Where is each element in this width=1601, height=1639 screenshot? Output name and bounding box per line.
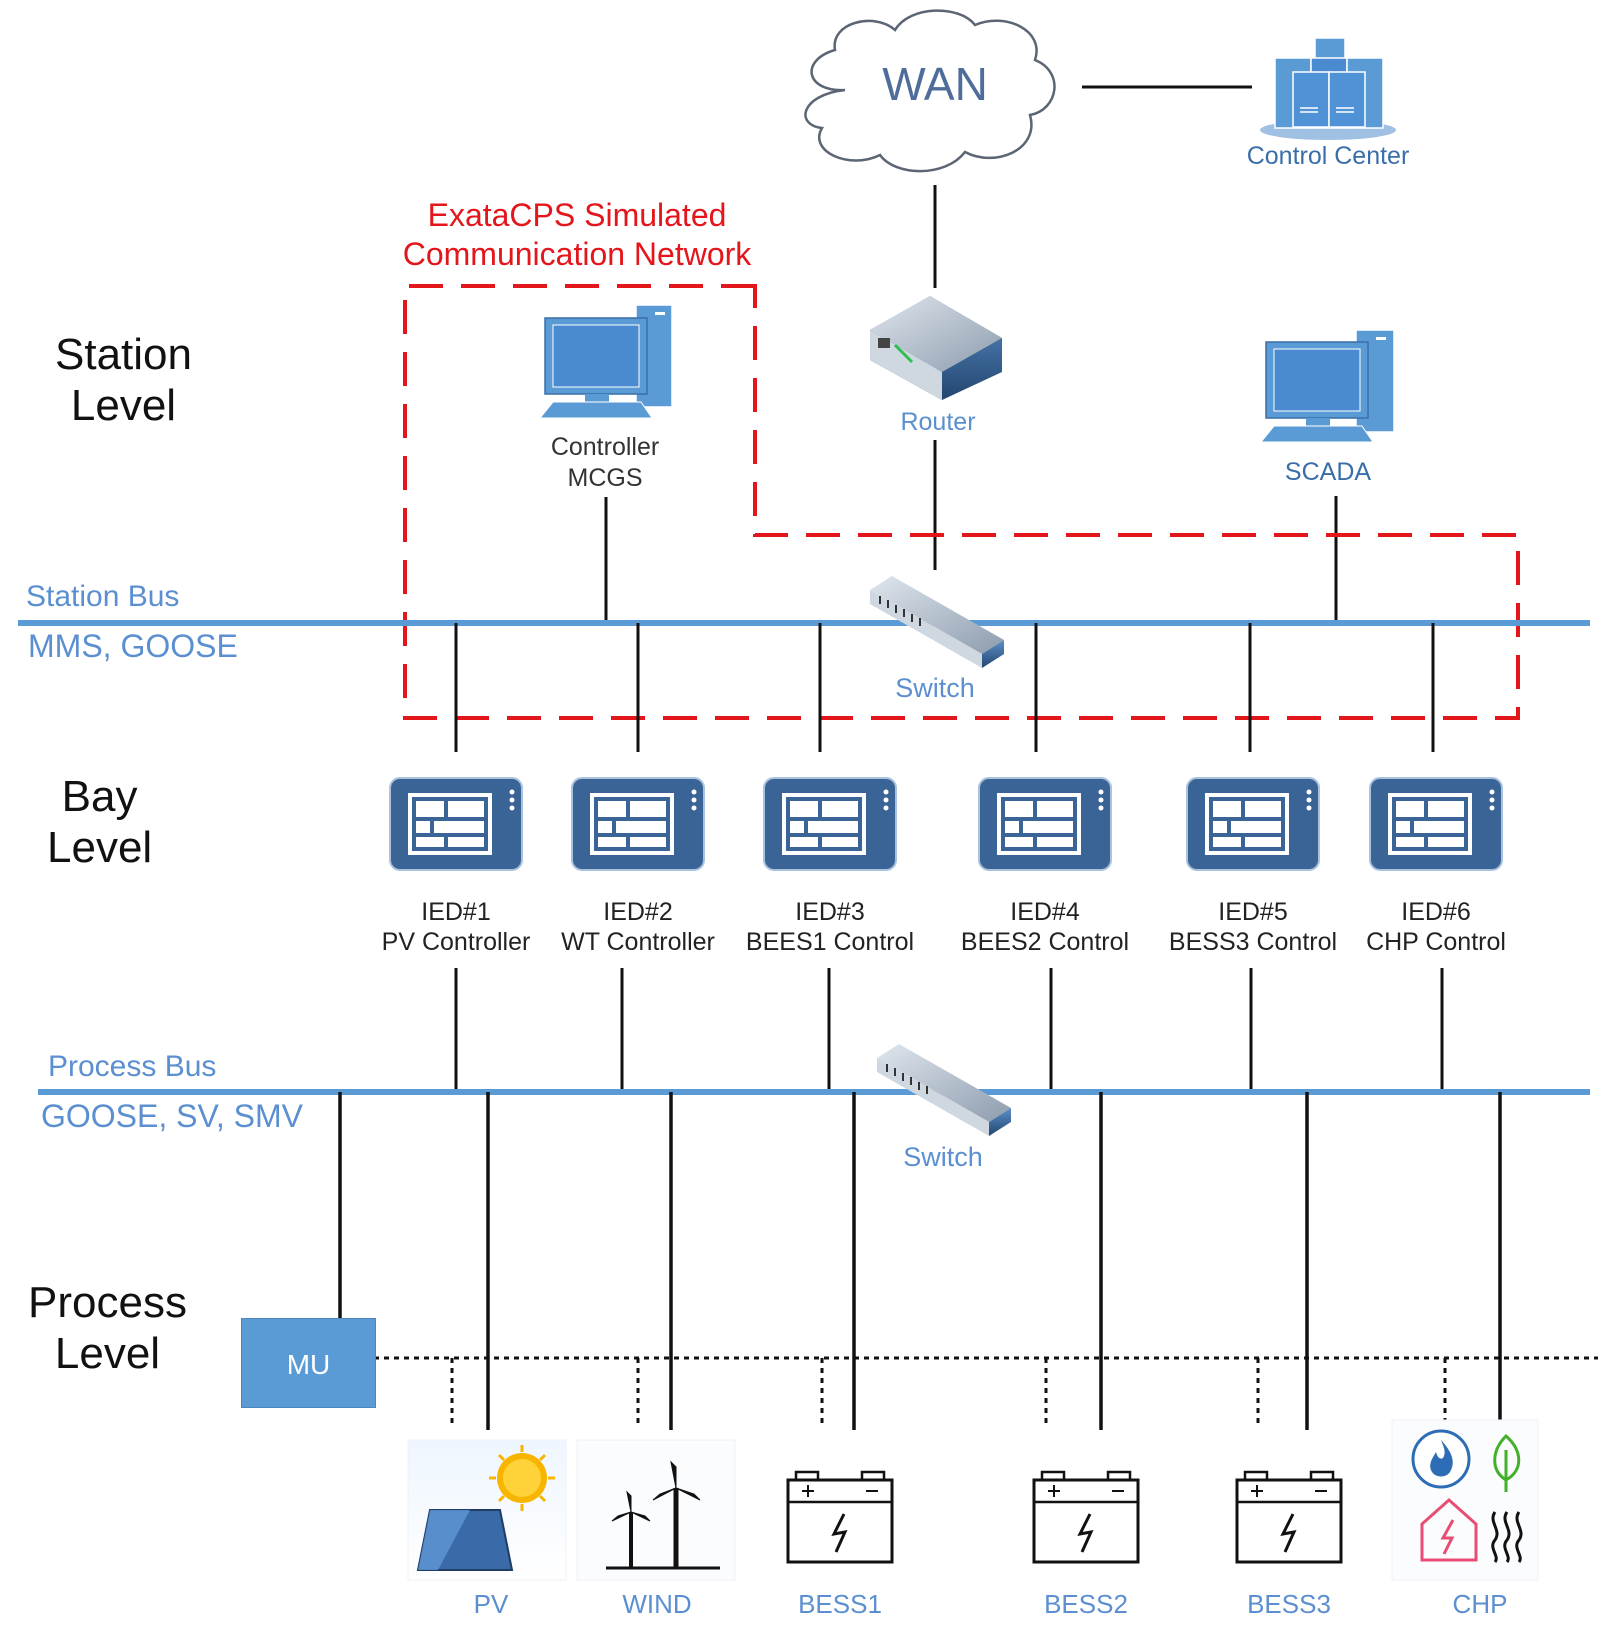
ied-role-label: WT Controller bbox=[561, 928, 715, 956]
ied-id-label: IED#2 bbox=[603, 898, 673, 926]
ied-tablet-icon bbox=[1186, 777, 1320, 871]
solar-panel-icon bbox=[407, 1439, 567, 1581]
battery-icon bbox=[1032, 1470, 1140, 1564]
process-bus-protocols: GOOSE, SV, SMV bbox=[41, 1098, 304, 1134]
process-switch-icon bbox=[877, 1044, 1011, 1136]
station-switch-label: Switch bbox=[895, 673, 975, 703]
ied-tablet-icon bbox=[389, 777, 523, 871]
process-bus-label: Process Bus bbox=[48, 1050, 217, 1083]
wan-cloud-icon bbox=[804, 9, 1056, 173]
router-icon bbox=[870, 296, 1002, 400]
asset-label: CHP bbox=[1452, 1589, 1508, 1619]
ied-role-label: BEES1 Control bbox=[745, 928, 915, 956]
ied-tablet-icon bbox=[571, 777, 705, 871]
control-center-label: Control Center bbox=[1246, 142, 1410, 170]
controller-computer-icon bbox=[538, 304, 673, 419]
asset-label: WIND bbox=[622, 1589, 692, 1619]
battery-icon bbox=[786, 1470, 894, 1564]
ied-role-label: BEES2 Control bbox=[960, 928, 1130, 956]
ied-id-label: IED#3 bbox=[795, 898, 865, 926]
scada-label: SCADA bbox=[1284, 458, 1372, 486]
chp-icon bbox=[1391, 1419, 1539, 1581]
ied-role-label: CHP Control bbox=[1366, 928, 1506, 956]
process-level-label: Process Level bbox=[28, 1278, 187, 1378]
station-level-label: Station Level bbox=[55, 330, 192, 430]
mu-label: MU bbox=[286, 1349, 331, 1380]
station-bus-protocols: MMS, GOOSE bbox=[28, 628, 238, 664]
ied-id-label: IED#4 bbox=[1010, 898, 1080, 926]
asset-label: BESS2 bbox=[1044, 1589, 1128, 1619]
ied-tablet-icon bbox=[1369, 777, 1503, 871]
ied-role-label: BESS3 Control bbox=[1168, 928, 1338, 956]
simulated-network-boundary bbox=[403, 284, 1520, 720]
asset-label: BESS3 bbox=[1247, 1589, 1331, 1619]
merging-unit-box: MU bbox=[241, 1318, 376, 1408]
station-bus-label: Station Bus bbox=[26, 580, 180, 613]
controller-sublabel: MCGS bbox=[567, 464, 643, 492]
router-label: Router bbox=[900, 408, 976, 436]
process-switch-label: Switch bbox=[903, 1142, 983, 1172]
asset-label: BESS1 bbox=[798, 1589, 882, 1619]
ied-tablet-icon bbox=[763, 777, 897, 871]
ied-id-label: IED#1 bbox=[421, 898, 491, 926]
ied-role-label: PV Controller bbox=[381, 928, 531, 956]
simulated-network-title-line2: Communication Network bbox=[402, 236, 752, 272]
battery-icon bbox=[1235, 1470, 1343, 1564]
controller-label: Controller bbox=[550, 433, 660, 461]
scada-computer-icon bbox=[1259, 329, 1395, 443]
wind-turbine-icon bbox=[576, 1439, 736, 1581]
ied-id-label: IED#5 bbox=[1218, 898, 1288, 926]
asset-label: PV bbox=[473, 1589, 509, 1619]
ied-tablet-icon bbox=[978, 777, 1112, 871]
wan-label: WAN bbox=[882, 58, 988, 110]
simulated-network-title-line1: ExataCPS Simulated bbox=[427, 197, 727, 233]
station-switch-icon bbox=[870, 576, 1004, 668]
ied-id-label: IED#6 bbox=[1401, 898, 1471, 926]
server-cluster-icon bbox=[1260, 37, 1396, 140]
bay-level-label: Bay Level bbox=[47, 772, 153, 872]
